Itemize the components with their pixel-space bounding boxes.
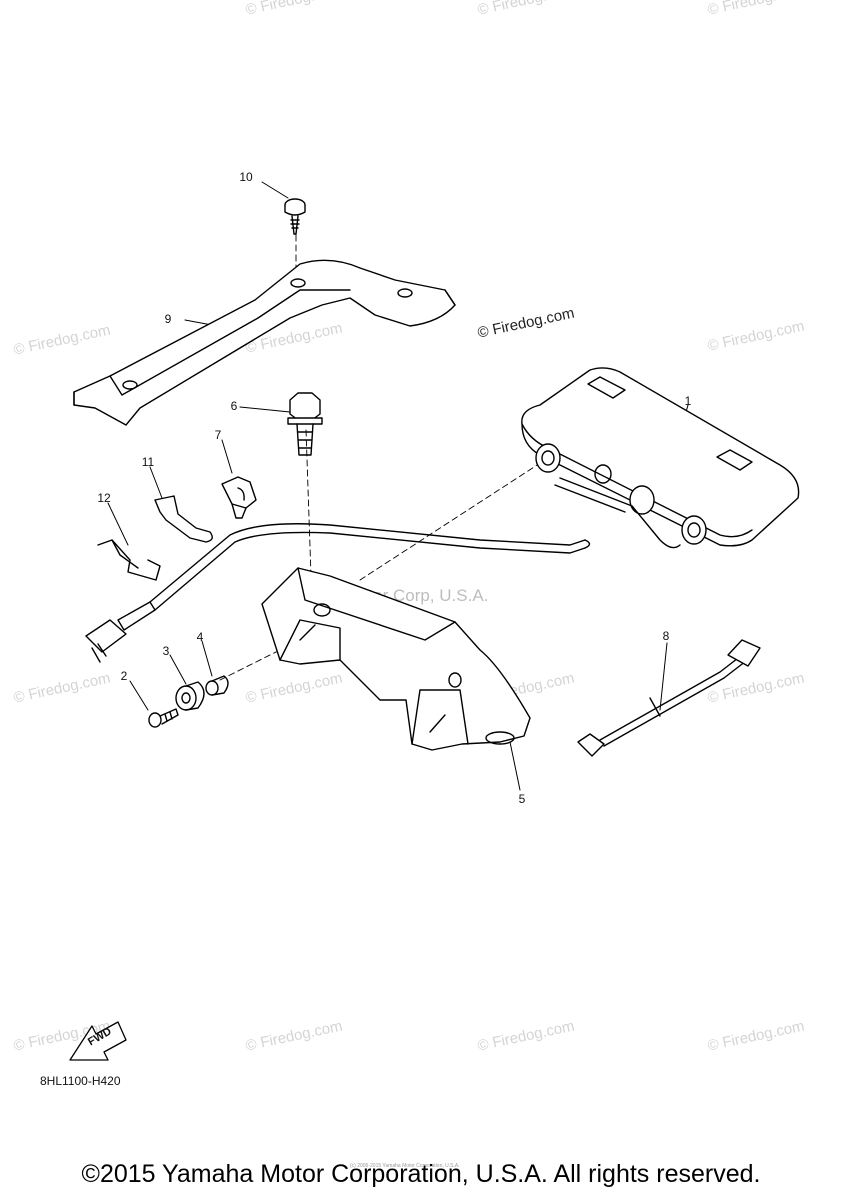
callout-7: 7 (214, 428, 222, 442)
callout-9: 9 (164, 312, 172, 326)
part-4-collar (205, 675, 229, 696)
callout-12: 12 (97, 491, 111, 505)
connector (85, 619, 127, 663)
callout-10: 10 (239, 170, 253, 184)
wire-harness (117, 523, 591, 631)
diagram-code: 8HL1100-H420 (40, 1074, 121, 1088)
callout-8: 8 (662, 629, 670, 643)
callout-5: 5 (518, 792, 526, 806)
part-8-sub-harness (577, 639, 761, 757)
callout-4: 4 (196, 630, 204, 644)
part-2-screw (148, 708, 179, 728)
part-12-clamp (97, 539, 161, 581)
leader-lines (107, 181, 689, 791)
part-5-bracket (261, 567, 531, 751)
callout-11: 11 (141, 455, 155, 469)
part-3-grommet (175, 681, 205, 711)
callout-2: 2 (120, 669, 128, 683)
part-7-clip-holder (221, 476, 257, 519)
part-6-bolt (287, 392, 323, 456)
fwd-arrow-icon (69, 1021, 127, 1061)
part-11-clip (154, 495, 213, 543)
tiny-copyright: (c) 2005-2015 Yamaha Motor Corporation, … (350, 1163, 460, 1169)
callout-3: 3 (162, 644, 170, 658)
part-9-bracket (73, 259, 456, 426)
callout-1: 1 (684, 394, 692, 408)
part-1-taillight (521, 367, 800, 549)
part-10-screw (284, 198, 306, 235)
callout-6: 6 (230, 399, 238, 413)
copyright-footer: ©2015 Yamaha Motor Corporation, U.S.A. A… (81, 1160, 761, 1188)
